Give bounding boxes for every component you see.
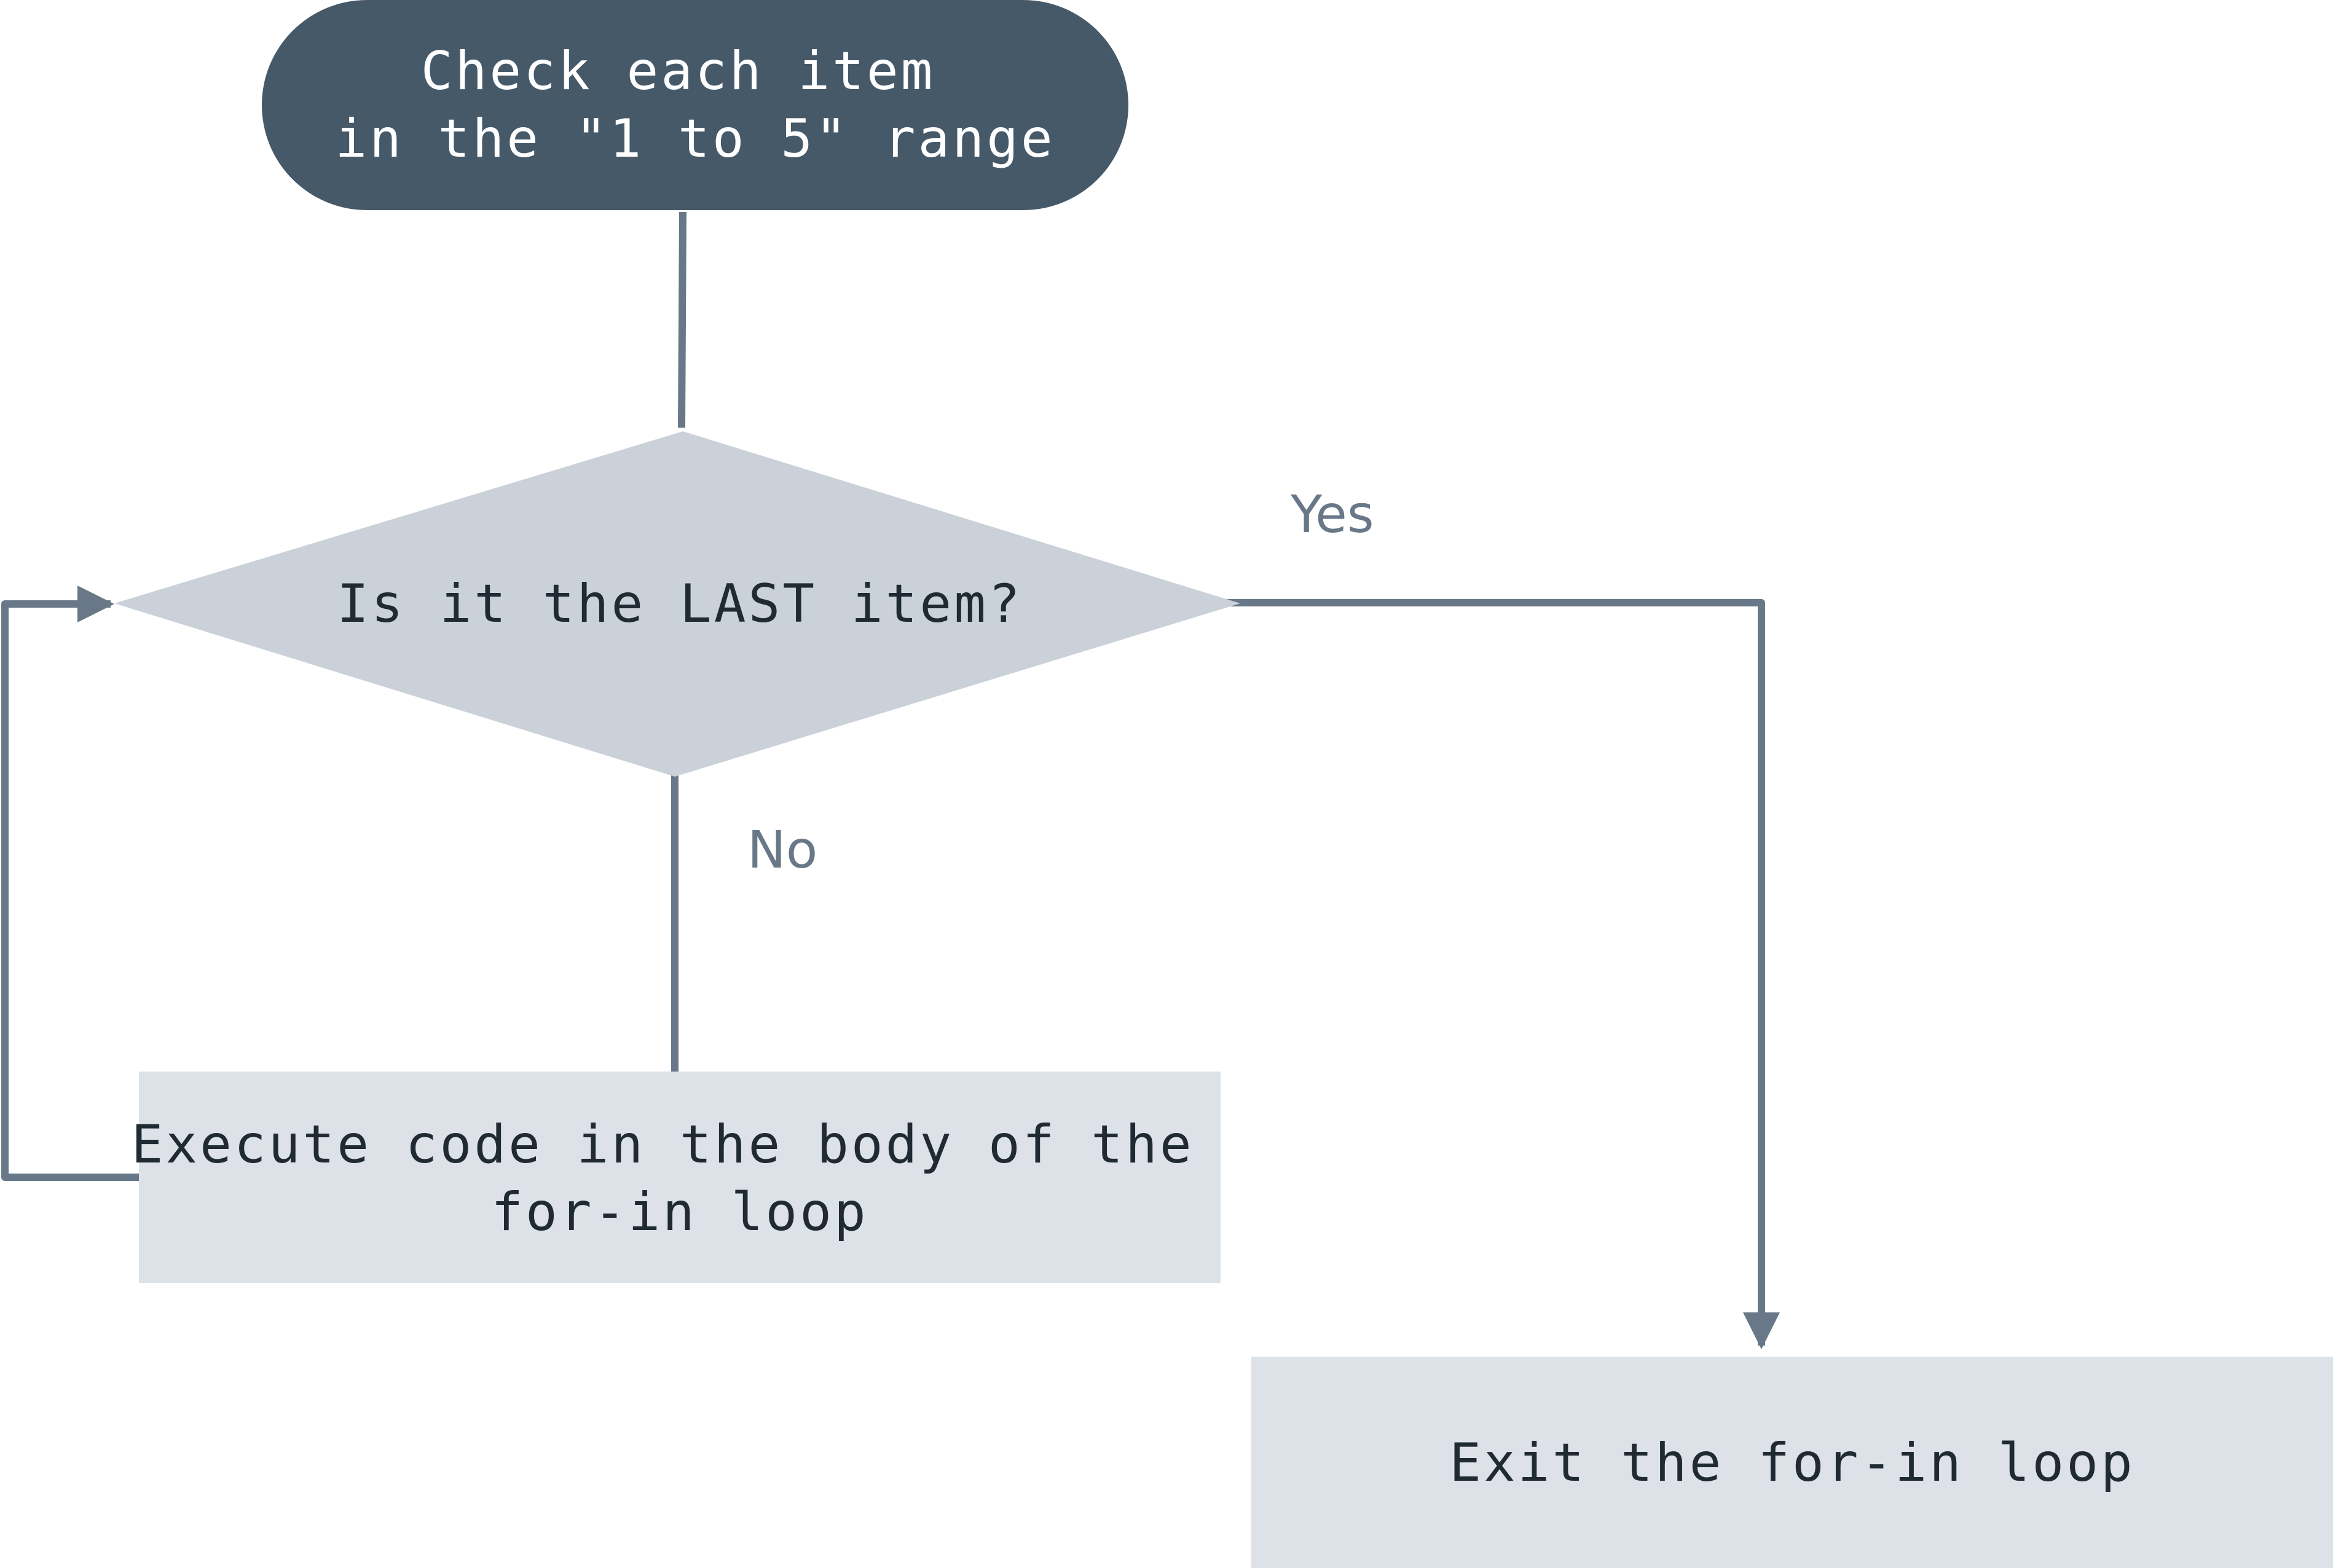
connector-yes-branch <box>1223 599 1780 1349</box>
exit-node-line-1: Exit the for-in loop <box>1449 1432 2135 1494</box>
exit-node-shape <box>1251 1357 2333 1568</box>
decision-node-shape <box>114 431 1240 777</box>
start-node-line-1: Check each item <box>421 41 935 102</box>
start-node: Check each item in the "1 to 5" range <box>262 0 1128 210</box>
yes-label: Yes <box>1290 484 1374 544</box>
start-node-label: Check each item in the "1 to 5" range <box>335 41 1055 170</box>
loop-body-node: Execute code in the body of the for-in l… <box>132 1072 1229 1283</box>
loop-body-node-shape <box>139 1072 1221 1283</box>
loop-body-node-line-2: for-in loop <box>491 1182 868 1243</box>
connector-loop-back <box>1 586 139 1181</box>
decision-node: Is it the LAST item? <box>114 431 1240 777</box>
no-label: No <box>747 820 817 880</box>
decision-node-label: Is it the LAST item? <box>337 573 1023 635</box>
connectors <box>1 211 1780 1349</box>
loop-body-node-line-1: Execute code in the body of the <box>132 1114 1194 1175</box>
exit-node-label: Exit the for-in loop <box>1449 1432 2135 1494</box>
exit-node: Exit the for-in loop <box>1251 1357 2333 1568</box>
decision-node-line-1: Is it the LAST item? <box>337 573 1023 635</box>
loop-body-node-label: Execute code in the body of the for-in l… <box>132 1114 1229 1243</box>
start-node-line-2: in the "1 to 5" range <box>335 108 1055 170</box>
connector-start-to-decision <box>678 211 687 428</box>
start-node-shape <box>262 0 1128 210</box>
